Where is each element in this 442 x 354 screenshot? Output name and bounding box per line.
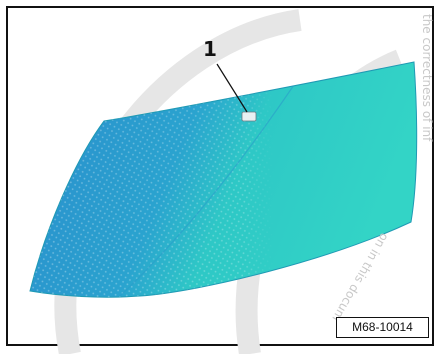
callout-leader-line <box>216 63 248 113</box>
watermark-text-top: the correctness of inf <box>420 14 434 142</box>
sensor-patch <box>241 111 257 122</box>
callout-number-1: 1 <box>203 37 217 61</box>
diagram-frame <box>6 6 434 346</box>
drawing-code-label: M68-10014 <box>336 317 429 338</box>
